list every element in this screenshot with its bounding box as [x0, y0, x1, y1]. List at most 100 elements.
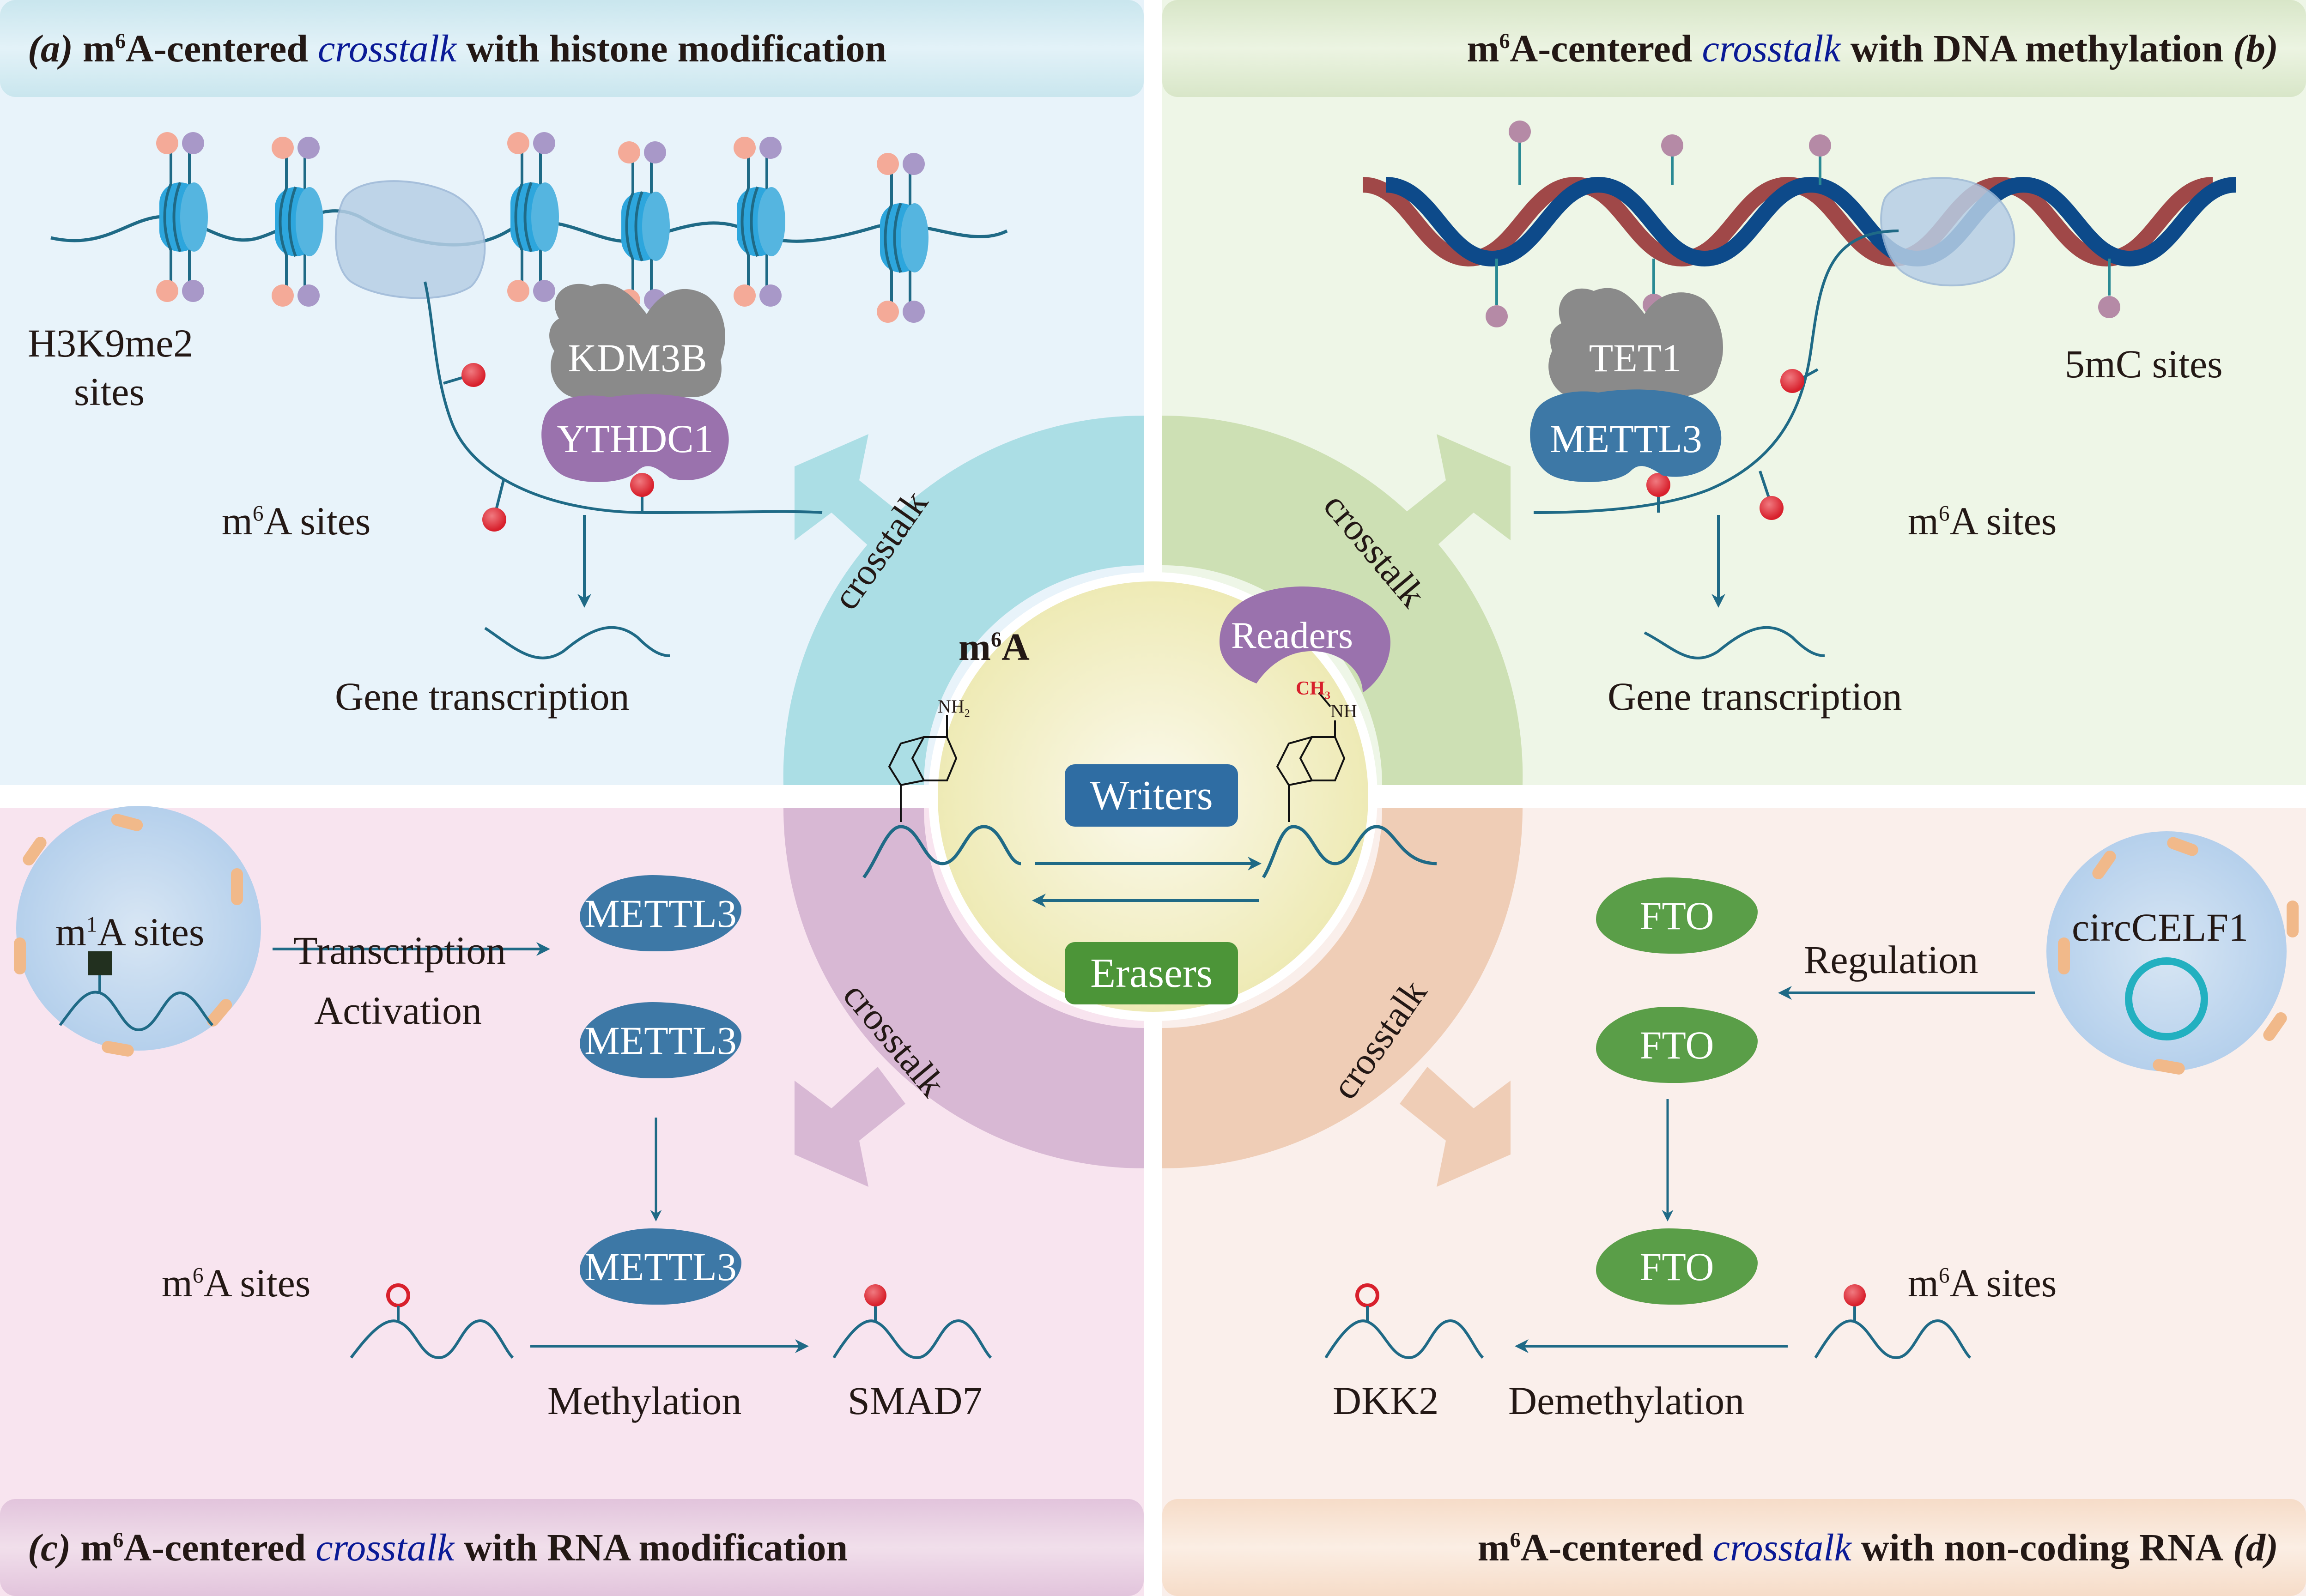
title-post: with histone modification: [466, 27, 887, 70]
m6a-site-dots-a: [443, 363, 654, 532]
m6a-sup: 6: [1938, 1264, 1950, 1288]
ythdc1-blob: [541, 394, 729, 482]
circcelf1-label: circCELF1: [2072, 905, 2249, 949]
methylated-rna-smad7: [832, 1284, 992, 1360]
title-emphasis: crosstalk: [1702, 27, 1841, 70]
5mc-site-dots: [1486, 121, 2120, 327]
m6a-sites-label-b: m6A sites: [1908, 501, 2057, 541]
panel-b-title: m6A-centered crosstalk with DNA methylat…: [1162, 0, 2306, 97]
title-emphasis: crosstalk: [317, 27, 457, 70]
smad7-label: SMAD7: [848, 1378, 983, 1423]
title-mid: A-centered: [126, 27, 308, 70]
panel-label: (d): [2233, 1526, 2278, 1569]
title-emphasis: crosstalk: [316, 1526, 455, 1569]
title-sup: 6: [113, 1528, 124, 1552]
crosstalk-arrow-a: [795, 434, 905, 554]
m6a-m: m: [1908, 499, 1939, 543]
crosstalk-arrow-d: [1400, 1067, 1511, 1187]
rna-polymerase-b: [1880, 177, 2015, 287]
transcript-b: [1533, 230, 1899, 514]
kdm3b-label: KDM3B: [568, 336, 707, 380]
panel-c-title: (c) m6A-centered crosstalk with RNA modi…: [0, 1499, 1144, 1596]
ring-quadrant-c: [783, 808, 1144, 1168]
m6a-sup: 6: [252, 502, 264, 526]
erasers-label: Erasers: [1065, 942, 1238, 1004]
m6a-sites-label-d: m6A sites: [1908, 1263, 2057, 1303]
fto-protein: FTO: [1596, 877, 1758, 954]
crosstalk-arrow-b: [1400, 434, 1511, 554]
title-post: with non-coding RNA: [1861, 1526, 2224, 1569]
nucleosome: [156, 132, 208, 302]
panel-label: (a): [28, 27, 73, 70]
mettl3-blob-b: [1530, 389, 1722, 482]
readers-label: Readers: [1231, 614, 1353, 656]
tet1-blob: [1548, 288, 1723, 397]
title-sup: 6: [1510, 1528, 1521, 1552]
ring-quadrant-d: [1162, 808, 1523, 1168]
writers-label: Writers: [1065, 764, 1238, 827]
title-m: m: [80, 1526, 113, 1569]
m1a-rna-wave: [59, 991, 214, 1032]
panel-label: (c): [28, 1526, 71, 1569]
demethylation-label: Demethylation: [1508, 1378, 1745, 1423]
dkk2-label: DKK2: [1333, 1378, 1439, 1423]
demethylated-rna-dkk2: [1324, 1283, 1484, 1360]
crosstalk-arrow-c: [795, 1067, 905, 1187]
center-sup: 6: [990, 628, 1002, 651]
m6a-sites-label-c: m6A sites: [162, 1263, 310, 1303]
cell-circcelf1: [2046, 831, 2287, 1071]
cell-membrane-patches-d: [2058, 837, 2299, 1075]
gene-transcription-label-b: Gene transcription: [1608, 674, 1902, 719]
m1a-m: m: [55, 910, 86, 954]
title-mid: A-centered: [123, 1526, 306, 1569]
m6a-m: m: [1908, 1261, 1939, 1305]
gene-transcription-label-a: Gene transcription: [335, 674, 630, 719]
m1a-sites-label: m1A sites: [55, 912, 204, 952]
mrna-wave-b: [1644, 626, 1825, 659]
m6a-post: A sites: [1949, 499, 2057, 543]
m6a-m: m: [222, 499, 253, 543]
dna-double-helix: [1362, 176, 2237, 267]
panel-d-title: m6A-centered crosstalk with non-coding R…: [1162, 1499, 2306, 1596]
m6a-post: A sites: [263, 499, 371, 543]
transcription-label: Transcription: [293, 928, 506, 973]
methylation-label: Methylation: [547, 1378, 742, 1423]
mettl3-protein: METTL3: [580, 875, 741, 951]
h3k9me2-label: H3K9me2: [28, 321, 194, 365]
m6a-post: A sites: [1949, 1261, 2057, 1305]
transcript-a: [424, 281, 823, 514]
m6a-site-dots-b: [1646, 368, 1819, 520]
5mc-sites-label: 5mC sites: [2065, 342, 2223, 386]
methylated-rna-d: [1814, 1284, 1972, 1360]
m1a-post: A sites: [97, 910, 205, 954]
mettl3-protein: METTL3: [580, 1228, 741, 1305]
fto-protein: FTO: [1596, 1228, 1758, 1305]
center-a: A: [1001, 626, 1030, 669]
kdm3b-blob: [549, 284, 725, 397]
mrna-wave-a: [484, 626, 670, 659]
nucleosome: [877, 153, 928, 323]
ch3-text: CH: [1296, 678, 1325, 699]
activation-label: Activation: [314, 988, 482, 1033]
rna-wave-modified: [1262, 825, 1437, 878]
nucleosome: [507, 132, 559, 302]
title-post: with RNA modification: [464, 1526, 848, 1569]
m6a-structure: [1276, 692, 1346, 822]
title-mid: A-centered: [1510, 27, 1693, 70]
nucleosome: [734, 137, 785, 307]
unmethylated-rna-c: [350, 1283, 514, 1360]
title-post: with DNA methylation: [1850, 27, 2224, 70]
rna-wave-unmodified: [862, 825, 1021, 879]
ythdc1-label: YTHDC1: [557, 417, 714, 461]
readers-badge: [1220, 586, 1390, 693]
title-m: m: [82, 27, 115, 70]
title-m: m: [1467, 27, 1499, 70]
panel-label: (b): [2233, 27, 2278, 70]
title-sup: 6: [115, 29, 126, 53]
rna-polymerase-a: [334, 180, 486, 299]
ring-quadrant-a: [783, 415, 1144, 785]
m6a-sup: 6: [192, 1264, 204, 1288]
nh2-label: NH2: [938, 697, 970, 719]
panel-a-title: (a) m6A-centered crosstalk with histone …: [0, 0, 1144, 97]
ch3-sub: 3: [1325, 689, 1330, 702]
